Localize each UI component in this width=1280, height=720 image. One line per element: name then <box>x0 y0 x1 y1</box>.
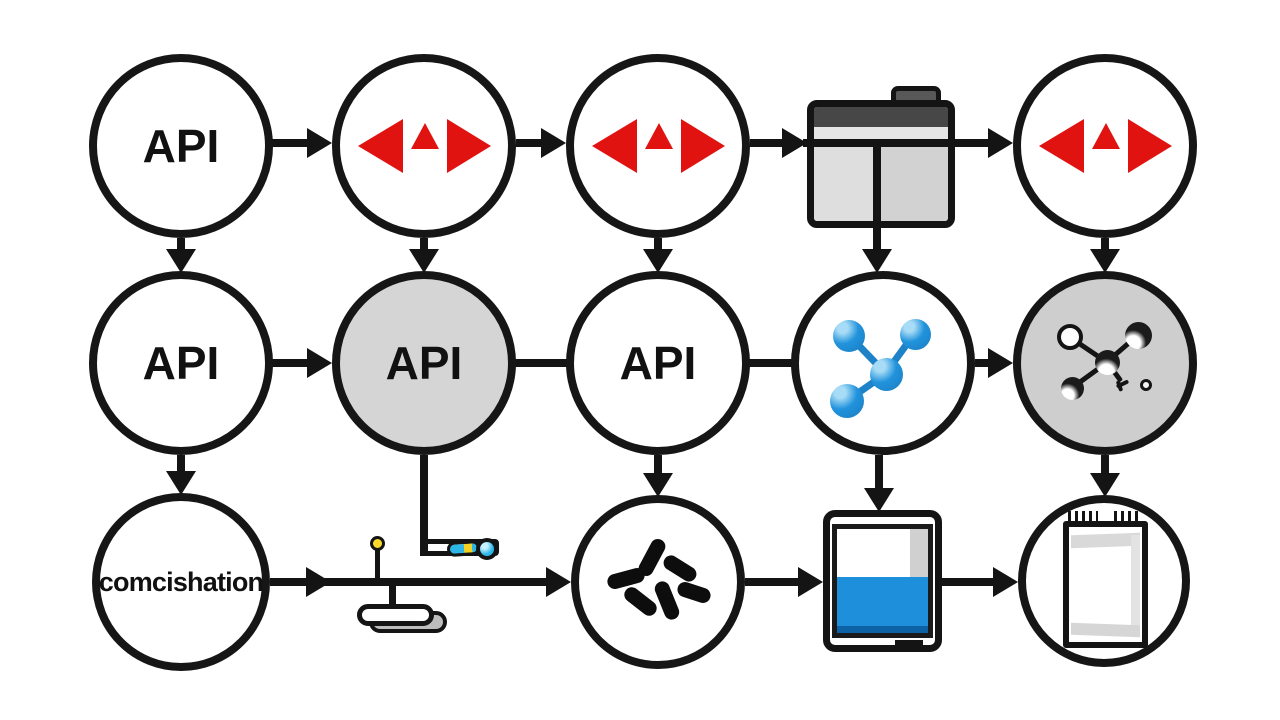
connector-line <box>271 359 311 367</box>
red-arrows-icon <box>591 119 725 173</box>
node-label: API <box>619 337 697 389</box>
arrow-right <box>307 128 332 158</box>
pouch-teeth <box>1114 511 1142 523</box>
connector-line <box>1101 455 1109 474</box>
arrow-down <box>1090 473 1120 497</box>
pin-icon <box>370 536 385 551</box>
blue-molecule-atom <box>900 319 931 350</box>
connector-line <box>745 578 800 586</box>
arrow-right <box>798 567 823 597</box>
connector-line <box>750 139 784 147</box>
connector-line <box>516 139 543 147</box>
node-r3c1: comcishation <box>92 493 270 671</box>
node-r2c3-api: API <box>566 271 750 455</box>
container-mark <box>895 640 923 645</box>
arrow-down <box>166 471 196 495</box>
arrow-down <box>1090 249 1120 273</box>
node-r2c2-api: API <box>332 271 516 455</box>
connector-line <box>975 359 991 367</box>
red-arrows-icon <box>1038 119 1172 173</box>
node-label: comcishation <box>98 566 264 597</box>
blue-molecule-atom <box>833 320 865 352</box>
connector-line <box>514 359 568 367</box>
pill-ball <box>476 538 498 560</box>
window-toolbar <box>814 127 948 139</box>
blue-molecule-atom <box>870 358 903 391</box>
red-arrows-icon <box>357 119 491 173</box>
window-pane-left <box>814 147 873 221</box>
node-r1c5 <box>1013 54 1197 238</box>
node-label: API <box>385 337 463 389</box>
arrow-down <box>409 249 439 273</box>
liquid-container-inner <box>832 524 933 638</box>
node-r1c1-api: API <box>89 54 273 238</box>
connector-line <box>654 238 662 252</box>
connector-line <box>941 578 995 586</box>
connector-line <box>1101 238 1109 252</box>
window-pane-right <box>873 147 948 221</box>
pouch-right-band <box>1131 535 1140 634</box>
pouch-bottom-band <box>1071 622 1140 638</box>
arrow-right <box>782 128 807 158</box>
arrow-right <box>988 348 1013 378</box>
arrow-right <box>307 348 332 378</box>
arrow-down <box>864 488 894 512</box>
node-r1c2 <box>332 54 516 238</box>
container-liquid-shadow <box>837 626 928 633</box>
pin-stem <box>375 549 380 579</box>
connector-line <box>873 143 881 251</box>
node-r2c1-api: API <box>89 271 273 455</box>
arrow-right <box>988 128 1013 158</box>
window-icon <box>807 100 955 228</box>
connector-line <box>177 455 185 473</box>
window-titlebar <box>814 107 948 127</box>
pouch-top-band <box>1071 532 1140 549</box>
molecule-atom-black <box>1061 377 1084 400</box>
capsule-outline-icon <box>357 604 434 626</box>
node-label: API <box>142 120 220 172</box>
molecule-atom-white <box>1057 324 1083 350</box>
container-shading <box>910 529 928 581</box>
pouch-icon <box>1063 521 1148 648</box>
connector-line <box>955 139 990 147</box>
molecule-atom-ring <box>1140 379 1152 391</box>
connector-line <box>420 541 428 556</box>
arrow-down <box>643 473 673 497</box>
connector-line <box>420 238 428 252</box>
connector-line <box>748 359 793 367</box>
capsule-stub <box>389 584 396 608</box>
arrow-right <box>993 567 1018 597</box>
arrow-right <box>546 567 571 597</box>
molecule-atom-black <box>1125 322 1152 349</box>
arrow-down <box>166 249 196 273</box>
arrow-right <box>541 128 566 158</box>
connector-line <box>654 455 662 475</box>
arrow-down <box>862 249 892 273</box>
connector-line <box>420 455 428 544</box>
container-liquid <box>837 577 928 633</box>
arrow-right-mid <box>306 567 331 597</box>
arrow-down <box>643 249 673 273</box>
molecule-atom-black <box>1095 350 1120 375</box>
pouch-teeth <box>1068 511 1098 523</box>
connector-line <box>803 139 959 147</box>
node-label: API <box>142 337 220 389</box>
connector-line <box>875 455 883 491</box>
connector-line <box>270 578 552 586</box>
node-r1c3 <box>566 54 750 238</box>
connector-line <box>177 238 185 252</box>
connector-line <box>271 139 311 147</box>
blue-molecule-atom <box>830 384 864 418</box>
